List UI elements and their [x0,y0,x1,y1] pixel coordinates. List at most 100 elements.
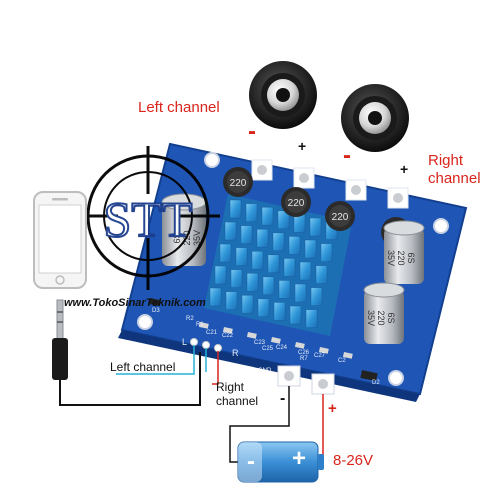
gnd-minus-sign: - [280,390,286,407]
left-speaker-minus: - [248,118,256,145]
svg-text:D2: D2 [372,380,380,386]
heatsink-fin [289,305,302,325]
heatsink-fin [293,214,306,233]
heatsink-fin [283,258,296,277]
heatsink-fin [240,225,253,244]
heatsink-fin [310,287,323,306]
watermark-logo: STT [76,146,220,290]
voltage-label: 8-26V [333,452,374,469]
svg-text:R7: R7 [300,356,308,362]
right-channel-speaker-label: Right channel [428,152,481,188]
heatsink-fin [315,265,328,284]
mount-hole-bl [137,314,153,330]
heatsink-fin [267,254,280,274]
mount-hole-br [388,370,404,386]
heatsink-fin [235,247,248,266]
capacitor-right-top: 6S 220 35V [383,220,425,284]
svg-text:C26: C26 [298,350,310,356]
heatsink-fin [278,280,291,299]
heatsink-fin [261,206,274,226]
heatsink-fin [246,272,259,292]
heatsink-fin [299,261,312,281]
svg-text:35V: 35V [192,230,202,246]
svg-text:C23: C23 [254,340,266,346]
mount-hole-tr [433,218,449,234]
svg-text:6S: 6S [406,252,416,263]
input-header [190,338,222,352]
battery-plus-sign: + [292,445,307,472]
svg-text:220: 220 [396,250,406,265]
svg-text:L: L [182,337,187,347]
svg-text:R: R [232,348,239,358]
right-speaker [341,84,409,152]
svg-text:R1: R1 [196,322,204,328]
heatsink-fin [288,236,301,255]
smd-components [148,298,378,382]
svg-text:C22: C22 [222,333,234,339]
heatsink-fin [262,276,275,296]
heatsink-fin [309,217,322,237]
left-channel-speaker-label: Left channel [138,99,220,116]
watermark-url: www.TokoSinarTeknik.com [64,297,206,309]
left-speaker-plus: + [298,138,307,154]
svg-text:D3: D3 [152,308,160,314]
power-terminals: GND VCC [258,365,353,395]
input-left-channel-label: Left channel [110,360,176,374]
right-speaker-plus: + [400,161,409,177]
vcc-label: VCC [340,389,353,395]
svg-text:C25: C25 [262,346,274,352]
input-wires [116,345,219,385]
inductor-label: 220 [288,198,305,209]
heatsink-fin [320,243,333,262]
input-right-channel-label-line2: channel [216,394,259,408]
heatsink-fin [224,221,237,241]
capacitors: 6S 220 35V 6S 220 35V 6S 220 35V [161,193,425,344]
left-speaker [249,61,317,129]
heatsink-fin [294,283,307,303]
svg-text:220: 220 [376,310,386,325]
capacitor-left: 6S 220 35V [161,193,207,266]
heatsink-fin [304,239,317,259]
heatsink-fin [209,287,222,307]
mount-hole-tl [204,152,220,168]
heatsink-fin [241,294,254,314]
right-speaker-minus: - [343,142,351,169]
heatsink-fin [277,210,290,230]
svg-text:C27: C27 [314,353,326,359]
capacitor-right-bottom: 6S 220 35V [363,282,405,344]
heatsink-fin [305,309,318,328]
inductor-label: 220 [230,178,247,189]
heatsink-fin [272,232,285,252]
heatsink-fin [251,250,264,270]
svg-text:C24: C24 [276,345,288,351]
heatsink-fin [273,302,286,321]
battery-minus-sign: - [247,448,255,475]
heatsink-fin [219,243,232,263]
svg-text:C2: C2 [338,358,346,364]
heatsink-fin [257,298,270,318]
audio-jack [52,299,201,406]
right-channel-speaker-label-line2: channel [428,170,481,187]
heatsink-fin [225,291,238,310]
svg-text:6S: 6S [172,232,182,243]
heatsink-fin [229,199,242,219]
heatsink-fin [230,269,243,288]
input-right-channel-label-line1: Right [216,380,245,394]
silkscreen: R1 R2 C21 C22 C23 C24 C25 C26 C27 R7 C2 … [152,308,380,386]
heatsink-fin [256,228,269,248]
battery-icon [237,441,324,483]
right-channel-speaker-label-line1: Right [428,152,464,169]
svg-text:35V: 35V [386,250,396,266]
gnd-label: GND [258,368,272,374]
watermark-logo-letters: STT [104,191,193,247]
vcc-plus-sign: + [328,400,337,417]
svg-text:R2: R2 [186,316,194,322]
svg-text:35V: 35V [366,310,376,326]
heatsink [204,194,352,336]
heatsink-fin [214,265,227,285]
phone-icon [33,191,87,289]
svg-text:6S: 6S [386,312,396,323]
svg-text:C21: C21 [206,330,218,336]
